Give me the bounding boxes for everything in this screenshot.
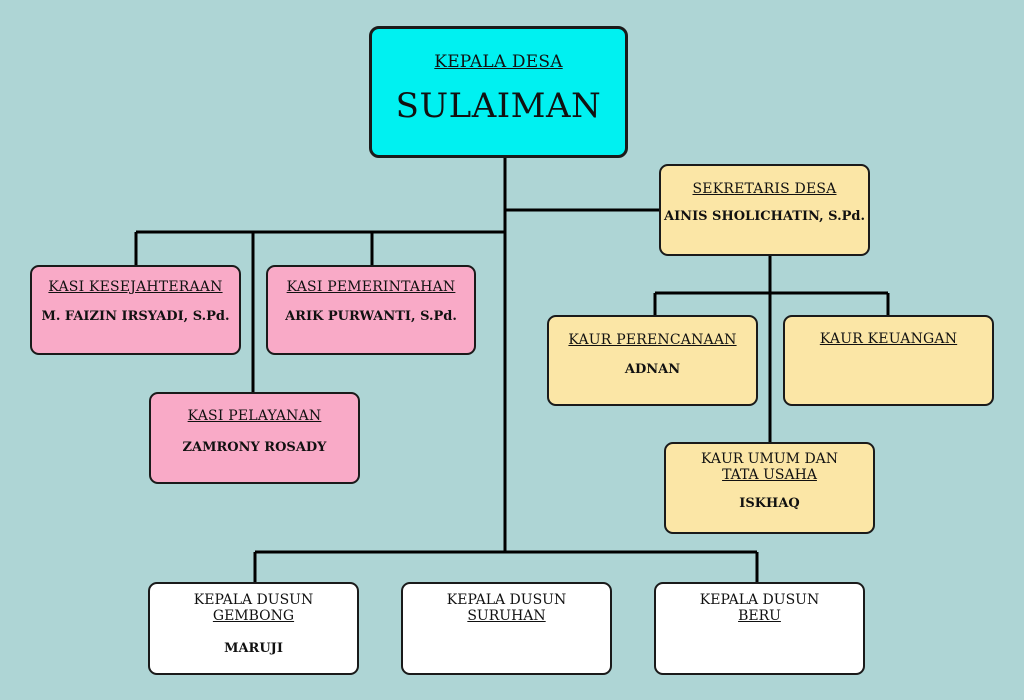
kaur-keuangan-title: KAUR KEUANGAN: [819, 331, 958, 347]
kaur-perencanaan-box: KAUR PERENCANAAN ADNAN: [547, 315, 758, 406]
dusun-beru-line2: BERU: [738, 608, 781, 624]
kaur-umum-name: ISKHAQ: [739, 496, 800, 511]
kaur-keuangan-box: KAUR KEUANGAN: [783, 315, 994, 406]
kasi-pemerintahan-title: KASI PEMERINTAHAN: [286, 279, 456, 295]
kaur-umum-title-line2: TATA USAHA: [722, 467, 817, 483]
kasi-pemerintahan-box: KASI PEMERINTAHAN ARIK PURWANTI, S.Pd.: [266, 265, 476, 355]
kasi-pemerintahan-name: ARIK PURWANTI, S.Pd.: [285, 309, 457, 324]
dusun-beru-box: KEPALA DUSUN BERU: [654, 582, 865, 675]
kasi-pelayanan-box: KASI PELAYANAN ZAMRONY ROSADY: [149, 392, 360, 484]
secretary-box: SEKRETARIS DESA AINIS SHOLICHATIN, S.Pd.: [659, 164, 870, 256]
dusun-gembong-line2: GEMBONG: [212, 608, 295, 624]
dusun-suruhan-line1: KEPALA DUSUN: [446, 592, 567, 608]
dusun-suruhan-line2: SURUHAN: [467, 608, 546, 624]
kasi-kesejahteraan-title: KASI KESEJAHTERAAN: [48, 279, 223, 295]
kasi-kesejahteraan-box: KASI KESEJAHTERAAN M. FAIZIN IRSYADI, S.…: [30, 265, 241, 355]
head-title: KEPALA DESA: [434, 52, 563, 72]
kaur-umum-title-line1: KAUR UMUM DAN: [700, 451, 839, 467]
kasi-pelayanan-title: KASI PELAYANAN: [187, 408, 322, 424]
dusun-gembong-box: KEPALA DUSUN GEMBONG MARUJI: [148, 582, 359, 675]
dusun-suruhan-box: KEPALA DUSUN SURUHAN: [401, 582, 612, 675]
secretary-name: AINIS SHOLICHATIN, S.Pd.: [664, 209, 865, 224]
kaur-perencanaan-title: KAUR PERENCANAAN: [568, 332, 737, 348]
secretary-title: SEKRETARIS DESA: [692, 181, 837, 197]
head-box: KEPALA DESA SULAIMAN: [369, 26, 628, 158]
kasi-kesejahteraan-name: M. FAIZIN IRSYADI, S.Pd.: [41, 309, 230, 324]
kaur-perencanaan-name: ADNAN: [624, 362, 681, 377]
kasi-pelayanan-name: ZAMRONY ROSADY: [182, 440, 327, 455]
dusun-gembong-line1: KEPALA DUSUN: [193, 592, 314, 608]
head-name: SULAIMAN: [395, 86, 602, 126]
dusun-beru-line1: KEPALA DUSUN: [699, 592, 820, 608]
dusun-gembong-name: MARUJI: [224, 641, 283, 656]
kaur-umum-box: KAUR UMUM DAN TATA USAHA ISKHAQ: [664, 442, 875, 534]
